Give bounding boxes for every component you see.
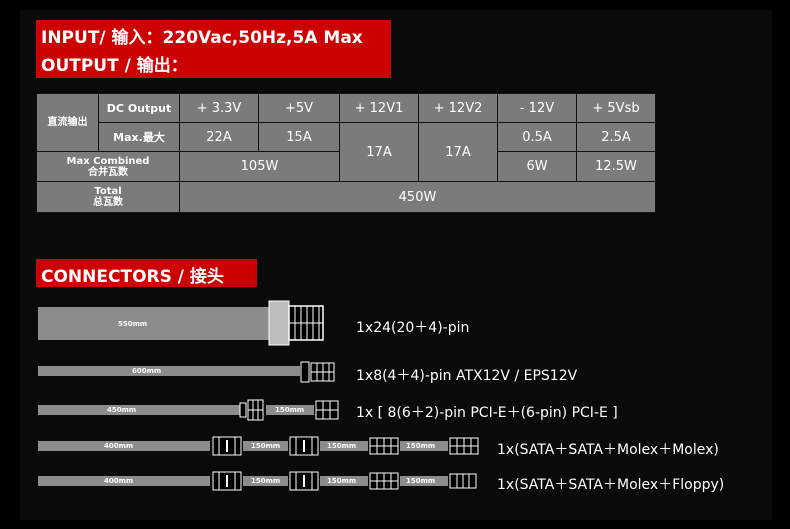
- rail-5vsb: + 5Vsb: [576, 93, 656, 123]
- cable-segment: [243, 441, 288, 451]
- max-3v3: 22A: [179, 122, 259, 152]
- connectors-title: CONNECTORS / 接头: [41, 267, 224, 287]
- dc-group-label: 直流输出: [36, 93, 99, 152]
- cable-segment: [320, 441, 368, 451]
- connector-description: 1x8(4＋4)-pin ATX12V / EPS12V: [356, 368, 578, 384]
- cable-length: 150mm: [327, 442, 357, 450]
- total-value: 450W: [179, 181, 656, 213]
- cable-length: 400mm: [104, 477, 134, 485]
- input-spec-line: INPUT/ 输入：220Vac,50Hz,5A Max: [41, 28, 363, 48]
- combined-3v3-5v: 105W: [179, 151, 340, 182]
- pcie-8pin-connector-icon: [239, 399, 264, 421]
- cable-length: 450mm: [107, 406, 137, 414]
- total-row: Total 总瓦数 450W: [36, 181, 656, 213]
- max-5v: 15A: [258, 122, 340, 152]
- cable-length: 600mm: [132, 367, 162, 375]
- max-label: Max.最大: [98, 122, 180, 152]
- combined-neg12v: 6W: [497, 151, 577, 182]
- cable-pcie-extension: [266, 405, 314, 415]
- cable-length: 150mm: [251, 442, 281, 450]
- output-spec-line: OUTPUT / 输出：: [41, 56, 188, 76]
- cable-length: 400mm: [104, 442, 134, 450]
- connector-description: 1x(SATA＋SATA＋Molex＋Molex): [497, 442, 719, 458]
- cable-8pin: [38, 366, 300, 376]
- molex-connector-icon: [369, 437, 399, 455]
- sata-connector-icon: [289, 436, 319, 456]
- cable-peripheral: [38, 441, 210, 451]
- rail-header-row: 直流输出 DC Output + 3.3V +5V + 12V1 + 12V2 …: [36, 93, 656, 152]
- max-neg12v: 0.5A: [497, 122, 577, 152]
- cable-pcie: [38, 405, 240, 415]
- rail-3v3: + 3.3V: [179, 93, 259, 123]
- molex-connector-icon: [449, 437, 479, 455]
- combined-label: Max Combined 合并瓦数: [36, 151, 180, 182]
- max-12v1: 17A: [339, 122, 419, 182]
- connector-description: 1x [ 8(6＋2)-pin PCI-E＋(6-pin) PCI-E ]: [356, 405, 618, 421]
- combined-row: Max Combined 合并瓦数 105W 6W 12.5W: [36, 151, 656, 182]
- rail-12v1: + 12V1: [339, 93, 419, 123]
- connector-description: 1x(SATA＋SATA＋Molex＋Floppy): [497, 477, 725, 493]
- cable-segment: [320, 476, 368, 486]
- rail-neg12v: - 12V: [497, 93, 577, 123]
- sata-connector-icon: [212, 471, 242, 491]
- connectors-banner: [36, 259, 257, 287]
- cable-segment: [243, 476, 288, 486]
- max-5vsb: 2.5A: [576, 122, 656, 152]
- cable-length: 150mm: [327, 477, 357, 485]
- cable-24pin: [38, 307, 270, 340]
- combined-label-cn: 合并瓦数: [88, 166, 128, 178]
- rail-12v2: + 12V2: [418, 93, 498, 123]
- connector-description: 1x24(20＋4)-pin: [356, 320, 470, 336]
- total-label: Total 总瓦数: [36, 181, 180, 213]
- total-label-cn: 总瓦数: [93, 197, 123, 208]
- atx-24pin-connector-icon: [268, 300, 324, 346]
- cable-peripheral: [38, 476, 210, 486]
- cable-length: 550mm: [118, 320, 148, 328]
- output-spec-table: 直流输出 DC Output + 3.3V +5V + 12V1 + 12V2 …: [36, 93, 656, 213]
- sata-connector-icon: [289, 471, 319, 491]
- cable-length: 150mm: [406, 477, 436, 485]
- header-banner: [36, 20, 391, 78]
- max-current-row: Max.最大 22A 15A 17A 17A 0.5A 2.5A: [37, 122, 656, 182]
- dc-output-label: DC Output: [98, 93, 180, 123]
- floppy-connector-icon: [449, 473, 477, 489]
- eps-8pin-connector-icon: [300, 361, 335, 383]
- combined-label-en: Max Combined: [66, 155, 150, 167]
- rail-5v: +5V: [258, 93, 340, 123]
- cable-segment: [400, 441, 448, 451]
- cable-length: 150mm: [406, 442, 436, 450]
- pcie-6pin-connector-icon: [315, 400, 339, 420]
- total-label-en: Total: [94, 186, 122, 197]
- combined-5vsb: 12.5W: [576, 151, 656, 182]
- sata-connector-icon: [212, 436, 242, 456]
- cable-length: 150mm: [251, 477, 281, 485]
- molex-connector-icon: [369, 472, 399, 490]
- cable-length: 150mm: [275, 406, 305, 414]
- cable-segment: [400, 476, 448, 486]
- max-12v2: 17A: [418, 122, 498, 182]
